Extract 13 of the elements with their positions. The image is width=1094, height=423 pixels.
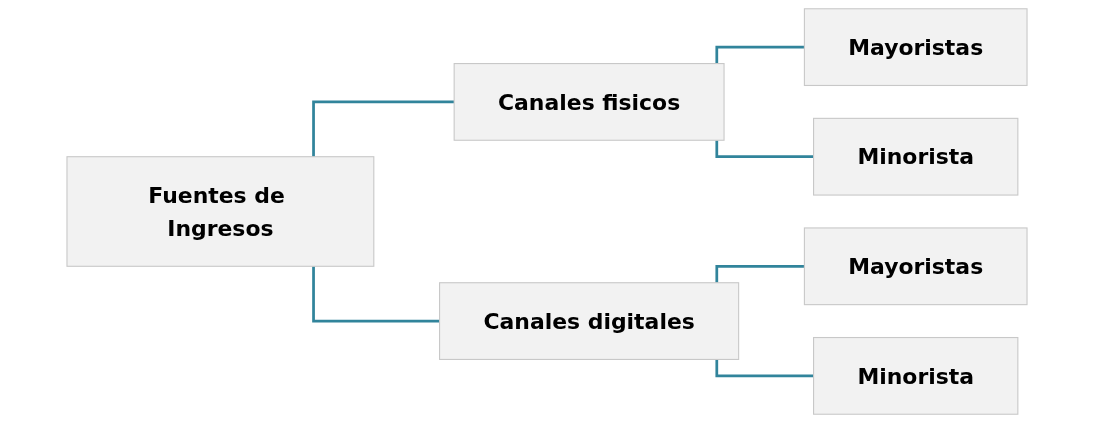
connector [715, 359, 814, 378]
connector [312, 100, 455, 157]
connector [715, 140, 814, 159]
node-box: Canales fisicos [453, 63, 725, 141]
node-box: Minorista [813, 117, 1019, 196]
node-box: Mayoristas [803, 8, 1028, 87]
node-box: Fuentes de Ingresos [66, 156, 375, 267]
connector [715, 45, 805, 64]
node-box: Minorista [813, 336, 1019, 415]
connector [312, 266, 440, 323]
node-box: Canales digitales [439, 282, 740, 360]
node-box: Mayoristas [803, 227, 1028, 306]
connector [715, 264, 805, 283]
